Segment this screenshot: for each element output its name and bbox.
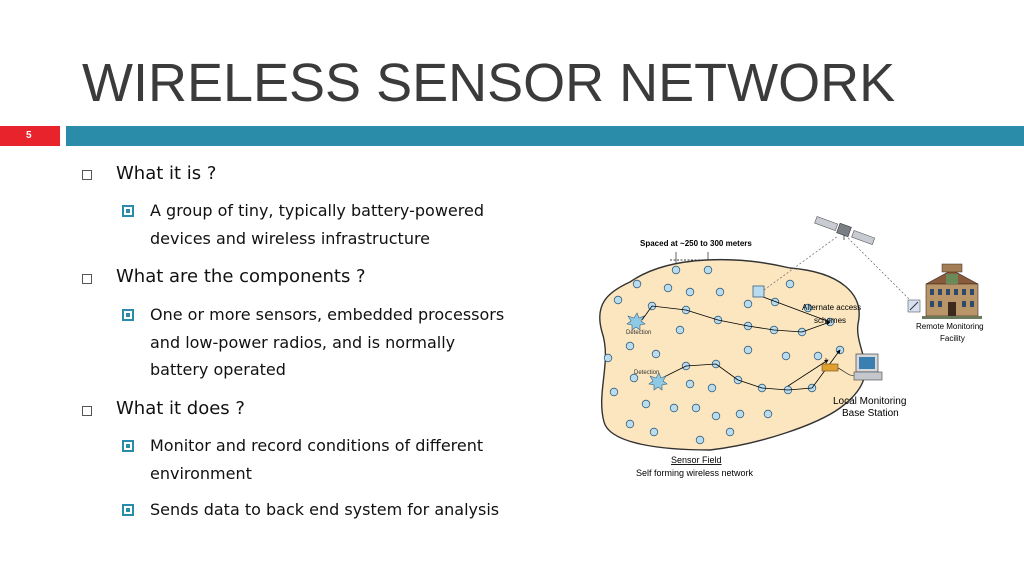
remote-facility-label: Remote Monitoring: [916, 322, 984, 331]
alternate-access-label: schemes: [814, 316, 846, 325]
alternate-access-label: Alternate access: [802, 303, 861, 312]
sensor-node: [770, 297, 780, 307]
sensor-node: [735, 409, 745, 419]
spacing-label: Spaced at ~250 to 300 meters: [640, 239, 752, 248]
sensor-node: [707, 383, 717, 393]
sensor-node: [711, 411, 721, 421]
detection-starburst-icon: [626, 312, 646, 331]
sensor-node: [675, 325, 685, 335]
sensor-node: [781, 351, 791, 361]
sub-bullet-line: and low-power radios, and is normally: [150, 333, 456, 352]
sub-bullet-line: environment: [150, 464, 252, 483]
slide-title: WIRELESS SENSOR NETWORK: [82, 53, 896, 113]
basestation-link: [787, 359, 829, 387]
sensor-field-area: [599, 258, 866, 451]
title-divider-bar: [66, 126, 1024, 146]
sub-bullet-square-icon: [122, 309, 134, 321]
satellite-dish-icon: [907, 299, 921, 313]
sensor-node: [785, 279, 795, 289]
sensor-node: [695, 435, 705, 445]
sensor-node: [625, 341, 635, 351]
sensor-node: [813, 351, 823, 361]
sub-bullet-line: Sends data to back end system for analys…: [150, 500, 500, 519]
sensor-field-label: Sensor Field: [671, 455, 722, 465]
sensor-node: [632, 279, 642, 289]
sub-bullet-square-icon: [122, 440, 134, 452]
sensor-node: [671, 265, 681, 275]
sensor-node: [625, 419, 635, 429]
satellite-icon: [814, 216, 876, 245]
detection-route-1: [641, 293, 831, 333]
sub-bullet-line: A group of tiny, typically battery-power…: [150, 201, 484, 220]
sensor-node: [725, 427, 735, 437]
sensor-node: [685, 287, 695, 297]
uplink-dashed-line: [763, 235, 839, 291]
bullet-square-icon: [82, 170, 92, 180]
sub-bullet-square-icon: [122, 504, 134, 516]
bullet-components: What are the components ?: [116, 266, 366, 287]
local-station-label: Base Station: [842, 408, 899, 419]
sensor-node: [641, 399, 651, 409]
computer-icon: [853, 353, 883, 381]
self-forming-label: Self forming wireless network: [636, 468, 754, 478]
sensor-node: [649, 427, 659, 437]
sensor-node: [763, 409, 773, 419]
sub-bullet-line: devices and wireless infrastructure: [150, 229, 431, 248]
sensor-node: [651, 349, 661, 359]
sensor-node: [669, 403, 679, 413]
sensor-node: [715, 287, 725, 297]
sub-bullet-line: One or more sensors, embedded processors: [150, 305, 505, 324]
bullet-square-icon: [82, 406, 92, 416]
sensor-node: [613, 295, 623, 305]
detection-label-1: Detection: [626, 330, 651, 336]
page-number-badge: 5: [0, 126, 60, 146]
downlink-dashed-line: [847, 237, 913, 303]
sensor-node: [743, 299, 753, 309]
local-station-label: Local Monitoring: [833, 396, 906, 407]
sensor-node: [663, 283, 673, 293]
sensor-node: [629, 373, 639, 383]
sub-bullet-square-icon: [122, 205, 134, 217]
sensor-node: [685, 379, 695, 389]
bullet-square-icon: [82, 274, 92, 284]
router-icon: [821, 358, 839, 372]
sensor-node: [803, 303, 813, 313]
detection-starburst-icon: [648, 372, 668, 391]
wsn-diagram: Spaced at ~250 to 300 meters: [599, 216, 984, 478]
sensor-node: [609, 387, 619, 397]
sub-bullet-line: Monitor and record conditions of differe…: [150, 436, 484, 455]
detection-label-2: Detection: [634, 370, 659, 376]
gateway-node: [752, 285, 765, 298]
bullet-what-it-does: What it does ?: [116, 398, 245, 419]
sensor-node: [691, 403, 701, 413]
sensor-node: [603, 353, 613, 363]
remote-facility-label: Facility: [940, 334, 965, 343]
sensor-node: [743, 345, 753, 355]
bullet-what-it-is: What it is ?: [116, 163, 217, 184]
remote-building-icon: [922, 263, 982, 319]
detection-route-2: [661, 349, 841, 391]
sensor-node: [703, 265, 713, 275]
sub-bullet-line: battery operated: [150, 360, 286, 379]
